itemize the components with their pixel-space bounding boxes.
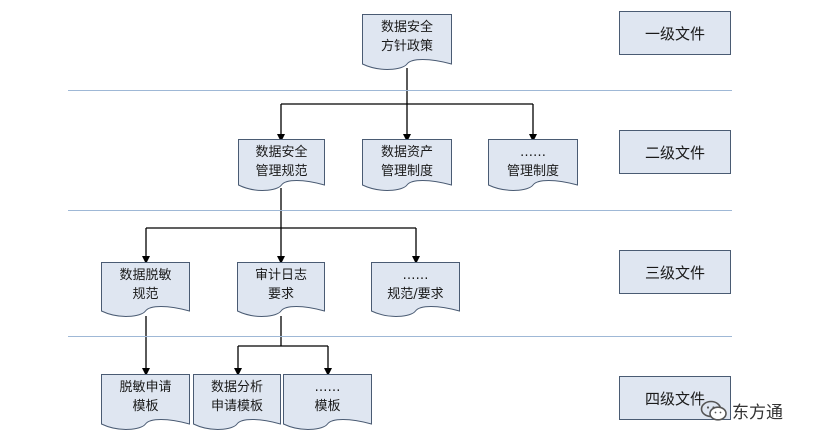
document-label-line-2: 申请模板 [210, 399, 263, 414]
doc-more-req: …… 规范/要求 [371, 262, 460, 317]
doc-audit-log-req: 审计日志要求 [237, 262, 325, 317]
level-label-1: 一级文件 [619, 11, 731, 55]
document-shape [371, 262, 460, 317]
document-label-line-2: 要求 [267, 287, 294, 302]
document-label-line-2: 模板 [132, 399, 159, 414]
document-label: 审计日志要求 [237, 262, 325, 304]
level-divider-2 [68, 210, 732, 211]
document-label-line-1: 脱敏申请 [119, 380, 172, 395]
document-label-line-1: 数据脱敏 [119, 268, 172, 283]
doc-analysis-apply-template: 数据分析申请模板 [193, 374, 281, 430]
document-label-line-2: 管理制度 [380, 164, 433, 179]
level-label-3: 三级文件 [619, 250, 731, 294]
document-label: 数据分析申请模板 [193, 374, 281, 416]
document-label-line-1: 审计日志 [254, 268, 307, 283]
doc-data-asset-mgmt: 数据资产管理制度 [362, 139, 452, 191]
watermark-text: 东方通 [732, 403, 783, 423]
document-label-line-2: 管理制度 [506, 164, 559, 179]
document-label-line-1: 数据安全 [255, 145, 308, 160]
watermark: 东方通 [700, 398, 783, 423]
document-label-line-1: …… [402, 268, 429, 283]
document-shape [237, 262, 325, 317]
level-divider-3 [68, 336, 732, 337]
document-label: 数据资产管理制度 [362, 139, 452, 181]
document-label-line-1: 数据分析 [210, 380, 263, 395]
document-label-line-1: …… [314, 380, 341, 395]
document-shape [488, 139, 578, 191]
document-label-line-2: 模板 [314, 399, 341, 414]
document-label-line-2: 方针政策 [380, 39, 433, 54]
document-shape [101, 374, 190, 430]
doc-data-security-policy: 数据安全方针政策 [362, 14, 452, 70]
level-divider-1 [68, 90, 732, 91]
level-label-2: 二级文件 [619, 130, 731, 174]
wechat-icon [700, 400, 727, 421]
document-label-line-1: 数据安全 [380, 20, 433, 35]
document-label: 数据安全管理规范 [238, 139, 325, 181]
doc-desens-apply-template: 脱敏申请模板 [101, 374, 190, 430]
document-label-line-1: …… [520, 145, 546, 160]
document-label-line-2: 管理规范 [255, 164, 308, 179]
document-shape [362, 14, 452, 70]
document-shape [101, 262, 190, 317]
document-label-line-2: 规范 [132, 287, 159, 302]
document-shape [238, 139, 325, 191]
document-label: 数据安全方针政策 [362, 14, 452, 56]
doc-data-security-spec: 数据安全管理规范 [238, 139, 325, 191]
document-label: …… 规范/要求 [371, 262, 460, 304]
document-label: …… 模板 [283, 374, 372, 416]
document-label: …… 管理制度 [488, 139, 578, 181]
document-shape [193, 374, 281, 430]
document-label: 数据脱敏规范 [101, 262, 190, 304]
document-label: 脱敏申请模板 [101, 374, 190, 416]
doc-desensitization-spec: 数据脱敏规范 [101, 262, 190, 317]
doc-more-template: …… 模板 [283, 374, 372, 430]
document-shape [362, 139, 452, 191]
document-label-line-1: 数据资产 [380, 145, 433, 160]
doc-more-mgmt: …… 管理制度 [488, 139, 578, 191]
document-label-line-2: 规范/要求 [387, 287, 444, 302]
document-shape [283, 374, 372, 430]
